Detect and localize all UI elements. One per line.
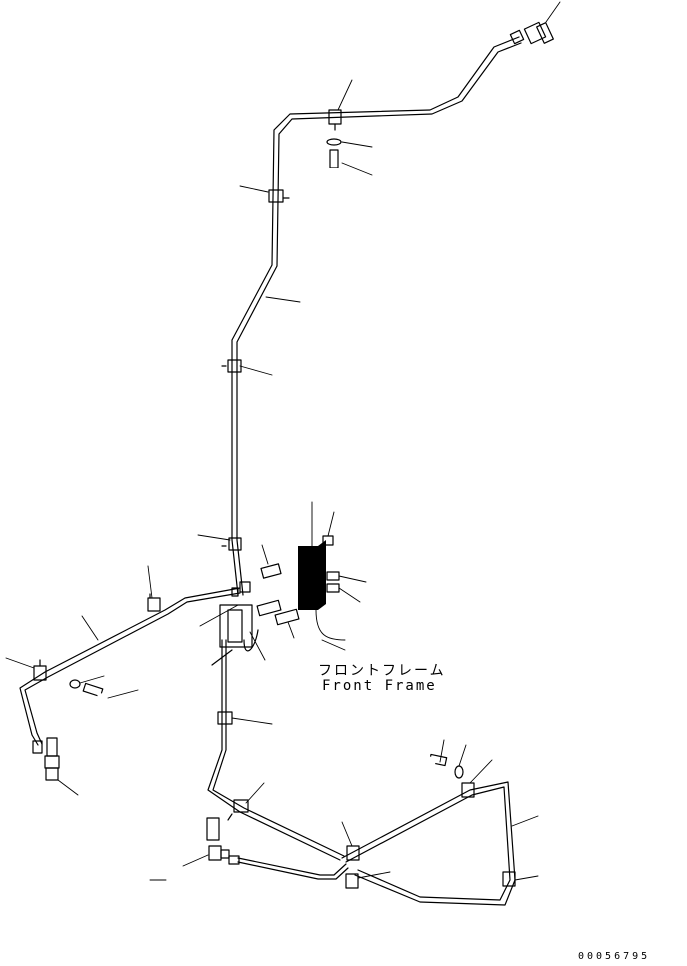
right-lower-tube [341,781,516,906]
bolt-right [426,739,448,772]
drawing-number: 00056795 [578,951,651,962]
washer-top [326,138,373,148]
clamp-left-upper [147,565,161,612]
lower-vertical-tube [207,639,345,861]
upper-main-tube [231,36,522,596]
clamp-left-lower [5,657,47,681]
clamp-right-upper [461,759,493,798]
tube-leader [265,296,301,303]
right-tube-leader [511,815,539,827]
bolt-top [325,149,373,176]
front-frame-label-japanese: フロントフレーム [318,663,446,679]
fitting-bracket-right-1 [326,571,367,583]
washer-left [69,675,105,689]
clamp-middle-vertical [221,359,273,376]
front-frame-leader [321,639,346,651]
clamp-top [328,79,353,131]
clamp-upper-vertical [239,185,290,203]
left-tube-leader [81,615,99,641]
front-frame-label-english: Front Frame [322,678,437,694]
fitting-left-bottom [32,737,79,796]
fitting-bottom-left [149,817,240,881]
bolt-left [82,682,139,710]
clamp-right-lower [502,871,539,887]
elbow-fitting-top [509,1,561,45]
clamp-lower-bend [227,782,265,821]
connector-center [231,581,251,597]
left-branch-tube [19,587,241,746]
clamp-center-bottom-2 [345,871,391,889]
clamp-lower-tube [217,711,273,725]
fitting-bracket-right-2 [326,583,361,603]
washer-right [454,744,467,779]
fitting-bracket-left-1 [260,544,282,579]
frame-bracket [298,501,346,641]
junction-block [199,604,266,666]
fitting-bracket-top [322,511,335,546]
fitting-bracket-left-2 [256,599,300,639]
clamp-lower-vertical [197,534,242,551]
clamp-center-bottom-1 [341,821,360,861]
bottom-left-tube [237,857,349,880]
